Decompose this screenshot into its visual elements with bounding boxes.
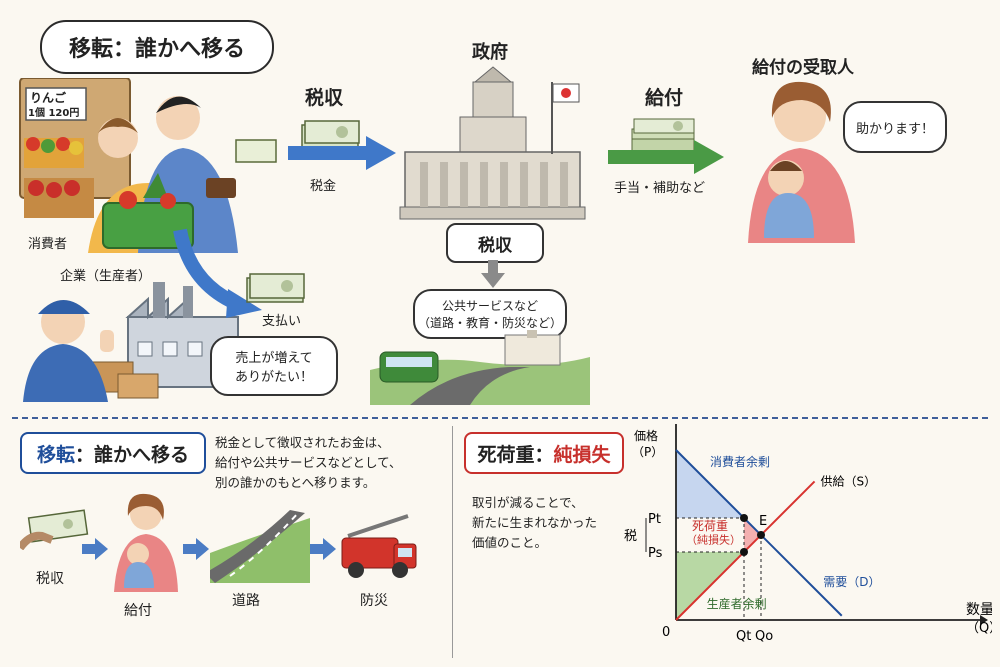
road-bus-illustration (370, 330, 590, 405)
factory-illustration (23, 282, 239, 402)
supply-series-label: 供給（S） (821, 474, 877, 488)
pt-point (740, 514, 748, 522)
recipient-speech-bubble: 助かります！ (843, 101, 947, 153)
public-service-line1: 公共サービスなど (441, 299, 538, 313)
pt-tick-label: Pt (648, 512, 661, 527)
flow-label-3: 防災 (360, 593, 388, 609)
payment-label: 支払い (262, 314, 302, 329)
tax-arrow (288, 136, 396, 170)
y-axis-label-1: 価格 (634, 428, 658, 443)
ps-point (740, 548, 748, 556)
bottom-left-title: 移転：誰かへ移る (20, 432, 206, 474)
deadweight-label-1: 死荷重 (692, 519, 728, 533)
vertical-divider (452, 426, 453, 658)
demand-series-label: 需要（D） (823, 575, 880, 589)
bottom-left-desc-line2: 給付や公共サービスなどとして、 (215, 455, 402, 470)
x-axis-arrowhead (980, 615, 988, 625)
flow-mother-child (114, 493, 178, 592)
bottom-right-desc-line2: 新たに生まれなかった (472, 515, 598, 530)
tax-arrow-top-label: 税収 (305, 87, 344, 109)
tax-label: 税 (624, 529, 637, 544)
bottom-right-title-colon: ： (534, 443, 554, 466)
bottom-left-desc-line3: 別の誰かのもとへ移ります。 (215, 475, 376, 490)
bottom-right-desc-line1: 取引が減ることで、 (472, 495, 584, 510)
tax-revenue-box: 税収 (446, 223, 544, 263)
deadweight-area (744, 518, 761, 552)
flow-road (210, 510, 310, 583)
deadweight-label-2: （純損失） (686, 533, 741, 547)
top-title: 移転：誰かへ移る (40, 20, 274, 74)
public-service-bubble: 公共サービスなど （道路・教育・防災など） (413, 289, 567, 339)
firm-speech-bubble: 売上が増えて ありがたい！ (210, 336, 338, 396)
government-building (399, 66, 586, 220)
price-sign-line2: 1個 120円 (28, 108, 80, 119)
bottom-right-title-sub: 純損失 (553, 443, 611, 466)
qt-tick-label: Qt (736, 629, 751, 644)
section-divider (12, 417, 988, 419)
consumer-surplus-label: 消費者余剰 (710, 454, 770, 469)
equilibrium-point (757, 531, 765, 539)
recipient-illustration (748, 81, 855, 243)
origin-label: 0 (662, 625, 670, 640)
flow-label-2: 道路 (232, 593, 260, 609)
recipient-speech-text: 助かります！ (855, 121, 934, 137)
tax-arrow-bottom-label: 税金 (310, 179, 337, 194)
equilibrium-label: E (759, 514, 767, 529)
public-service-line2: （道路・教育・防災など） (417, 316, 562, 330)
tax-revenue-box-label: 税収 (478, 235, 512, 256)
money-icon-tax (301, 120, 360, 148)
firm-speech-line2: ありがたい！ (234, 370, 313, 385)
bottom-right-desc-line3: 価値のこと。 (472, 535, 548, 550)
consumer-label: 消費者 (28, 237, 68, 252)
money-stack-icon (631, 118, 695, 152)
ps-tick-label: Ps (648, 546, 663, 561)
payment-arrow (173, 228, 262, 318)
benefit-arrow (608, 140, 724, 174)
flow-arrow-1 (82, 538, 108, 560)
flow-arrow-3 (310, 538, 336, 560)
flow-label-0: 税収 (36, 571, 64, 587)
recipient-label: 給付の受取人 (752, 58, 854, 78)
bottom-right-title-main: 死荷重 (477, 443, 535, 466)
firm-label: 企業（生産者） (60, 269, 152, 284)
flow-fire-truck (341, 514, 417, 578)
money-icon (246, 273, 305, 303)
government-label: 政府 (472, 42, 508, 63)
top-title-main: 移転 (68, 37, 113, 62)
bottom-left-title-rest: ：誰かへ移る (75, 443, 190, 466)
x-axis-label-1: 数量 (966, 602, 992, 618)
top-title-rest: ：誰かへ移る (113, 37, 246, 62)
firm-speech-line1: 売上が増えて (235, 351, 313, 366)
y-axis-label-2: （P） (632, 445, 663, 459)
flow-money-icon (20, 509, 89, 550)
flow-arrow-2 (183, 538, 209, 560)
price-sign-line1: りんご (30, 91, 67, 105)
producer-surplus-label: 生産者余剰 (707, 596, 767, 611)
flow-label-1: 給付 (124, 603, 152, 619)
benefit-arrow-bottom-label: 手当・補助など (614, 181, 706, 196)
bottom-left-title-main: 移転 (36, 443, 75, 466)
bottom-left-desc-line1: 税金として徴収されたお金は、 (215, 435, 390, 450)
down-arrow (481, 260, 505, 288)
supply-demand-chart: 価格 （P） 数量 （Q） 0 Pt Ps Qt Qo E 税 消費者余剰 生産… (624, 424, 992, 644)
qo-tick-label: Qo (755, 629, 773, 644)
x-axis-label-2: （Q） (966, 621, 992, 636)
bottom-right-title: 死荷重：純損失 (464, 432, 624, 474)
benefit-arrow-top-label: 給付 (645, 87, 684, 109)
